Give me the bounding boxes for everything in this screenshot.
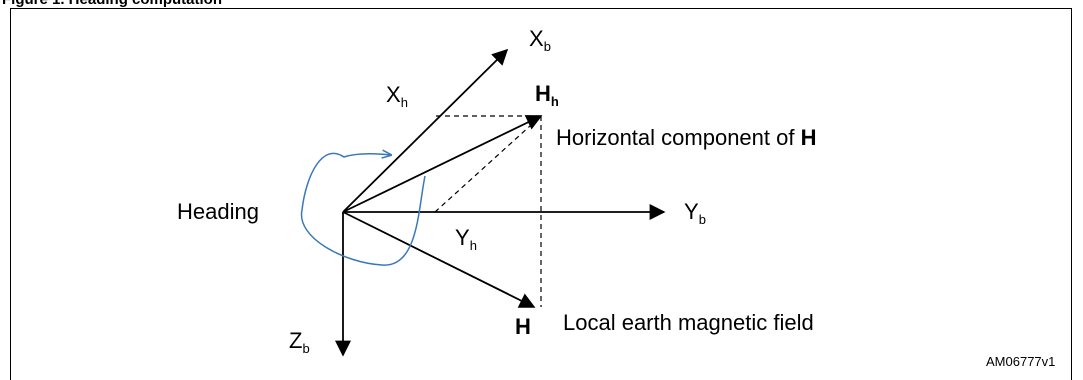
hh-label: Hh <box>535 81 559 109</box>
yh-projection-dashed <box>434 115 542 213</box>
figure-code: AM06777v1 <box>986 354 1055 369</box>
local-field-label: Local earth magnetic field <box>563 310 814 335</box>
xb-axis-arrow <box>342 48 509 213</box>
yh-label: Yh <box>455 225 477 253</box>
figure-frame <box>10 8 1072 380</box>
h-label: H <box>515 314 531 339</box>
horizontal-component-label: Horizontal component of H <box>556 125 816 150</box>
figure-header-text: Figure 1. Heading computation <box>2 0 222 8</box>
xb-label: Xb <box>529 26 551 54</box>
yb-label: Yb <box>684 199 706 227</box>
h-vector-arrow <box>342 211 536 308</box>
zb-label: Zb <box>289 328 310 356</box>
heading-label: Heading <box>177 199 259 224</box>
xh-label: Xh <box>386 82 408 110</box>
heading-rotation-arrow <box>300 153 426 266</box>
figure-header-strip: Figure 1. Heading computation <box>0 0 1083 8</box>
hh-vector-arrow <box>342 115 543 213</box>
